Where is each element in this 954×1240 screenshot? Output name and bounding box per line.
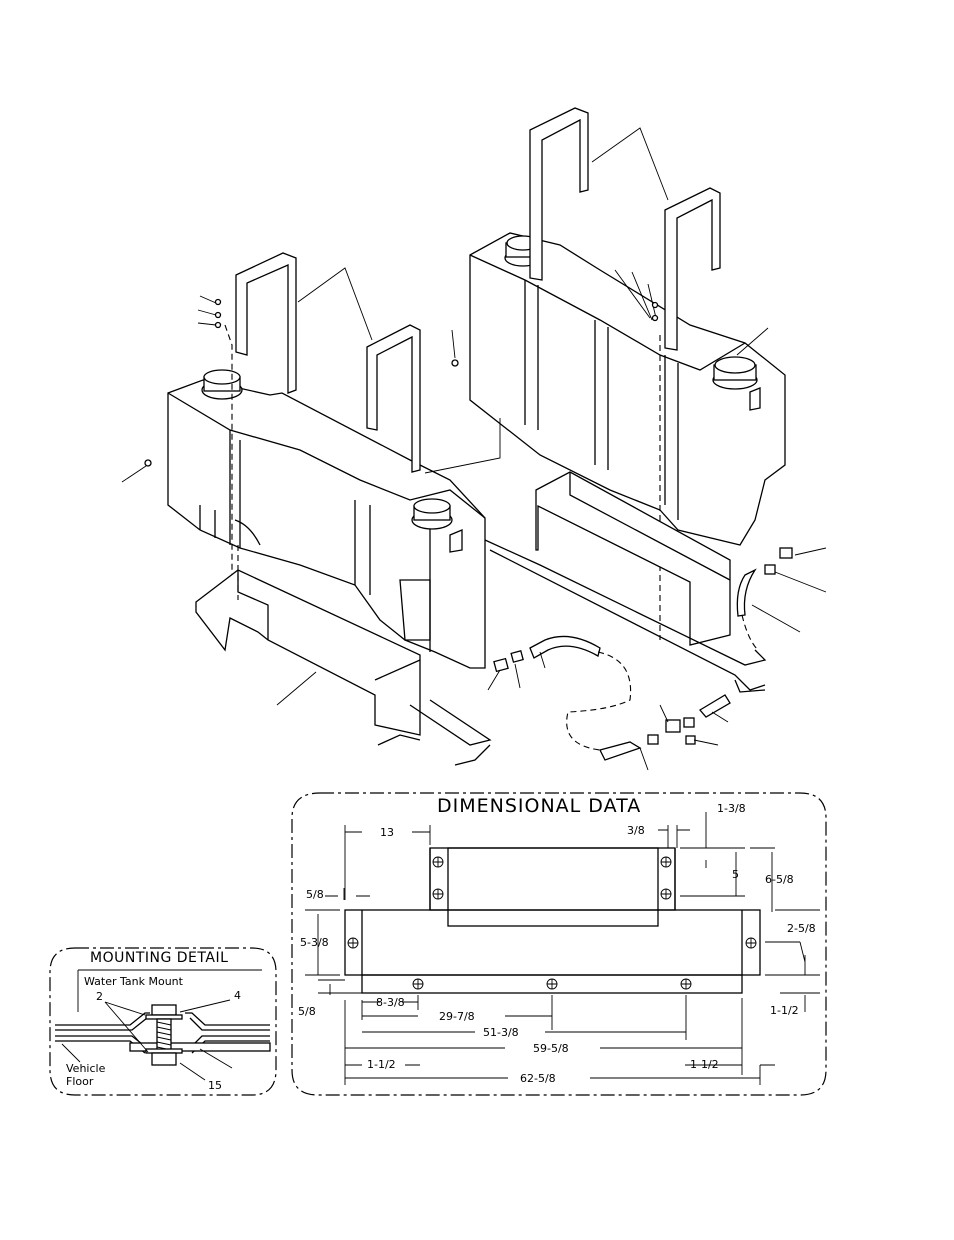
- mounting-detail-panel: MOUNTING DETAIL Water Tank Mount 2 4 15 …: [49, 947, 277, 1096]
- lower-plate-outline: [344, 909, 761, 976]
- dimensional-data-panel: DIMENSIONAL DATA: [291, 792, 827, 1096]
- dim-1-1-2-left: 1-1/2: [367, 1058, 396, 1071]
- tank-cap-left-1: [201, 369, 243, 400]
- mounting-detail-title: MOUNTING DETAIL: [90, 950, 228, 966]
- dim-1-3-8: 1-3/8: [717, 802, 746, 815]
- dim-51-3-8: 51-3/8: [483, 1026, 519, 1039]
- dim-5-8-top: 5/8: [306, 888, 324, 901]
- mounting-holes: [347, 856, 757, 990]
- dim-3-8: 3/8: [627, 824, 645, 837]
- callout-4: 4: [234, 989, 241, 1002]
- right-tank-assembly: [424, 107, 786, 693]
- dim-5: 5: [732, 868, 739, 881]
- strap-right-1: [529, 107, 589, 281]
- dim-13: 13: [380, 826, 394, 839]
- vehicle-floor-label-line2: Floor: [66, 1075, 94, 1088]
- callout-2: 2: [96, 990, 103, 1003]
- dim-59-5-8: 59-5/8: [533, 1042, 569, 1055]
- tank-cap-left-2: [411, 498, 453, 530]
- mounting-subtitle: Water Tank Mount: [84, 975, 184, 988]
- vehicle-floor-label-line1: Vehicle: [66, 1062, 106, 1075]
- dim-8-3-8: 8-3/8: [376, 996, 405, 1009]
- mounting-bolt: [145, 1004, 183, 1066]
- upper-plate-inner: [447, 847, 659, 927]
- tank-cap-right-2: [712, 356, 758, 390]
- dim-2-5-8: 2-5/8: [787, 922, 816, 935]
- dim-6-5-8: 6-5/8: [765, 873, 794, 886]
- dim-5-8-low: 5/8: [298, 1005, 316, 1018]
- strap-right-2: [664, 187, 721, 351]
- strap-left-2: [366, 324, 421, 473]
- strap-left-1: [235, 252, 297, 394]
- dim-5-3-8: 5-3/8: [300, 936, 329, 949]
- dim-29-7-8: 29-7/8: [439, 1010, 475, 1023]
- dim-62-5-8: 62-5/8: [520, 1072, 556, 1085]
- upper-plate-outline: [429, 847, 676, 911]
- callout-15: 15: [208, 1079, 222, 1092]
- dimension-lines: [305, 812, 820, 1085]
- hose-fittings: [487, 547, 827, 771]
- dim-1-1-2-right: 1-1/2: [770, 1004, 799, 1017]
- dimensional-data-title: DIMENSIONAL DATA: [437, 795, 641, 817]
- left-tank-assembly: [121, 252, 492, 766]
- dim-1-1-2-bottom: 1-1/2: [690, 1058, 719, 1071]
- lower-flange: [361, 974, 743, 994]
